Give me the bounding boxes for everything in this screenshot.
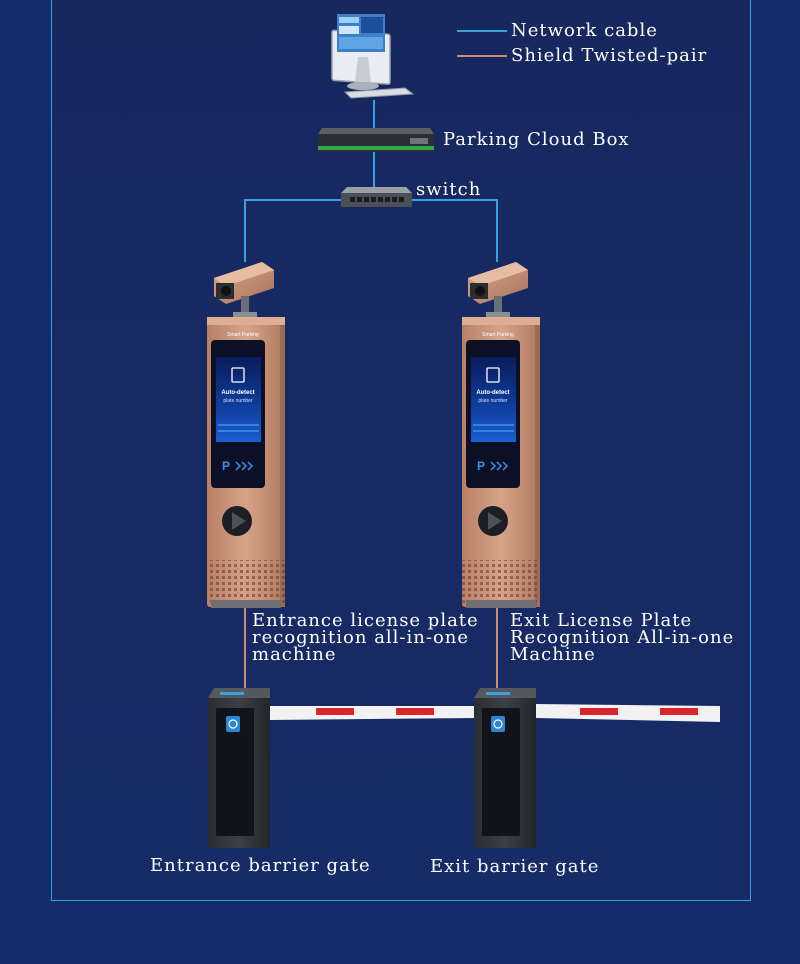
entrance-machine-label-line2: recognition all-in-one <box>252 627 470 648</box>
switch-device <box>341 187 412 207</box>
exit-gate-label: Exit barrier gate <box>430 856 600 877</box>
link-switch-exit <box>404 199 498 262</box>
computer-icon <box>331 14 415 99</box>
cloud-box-device <box>318 128 434 152</box>
entrance-lpr-machine <box>207 262 285 608</box>
entrance-machine-label-line1: Entrance license plate <box>252 610 479 631</box>
exit-screen-title: Auto-detect <box>476 390 509 396</box>
entrance-p-symbol: P <box>222 459 230 473</box>
exit-screen-header: Smart Parking <box>482 332 514 338</box>
entrance-machine-label: Entrance license plate recognition all-i… <box>252 610 479 665</box>
entrance-gate-label: Entrance barrier gate <box>150 855 371 876</box>
legend-network-cable-label: Network cable <box>511 20 658 41</box>
entrance-screen-subtitle: plate number <box>223 398 253 404</box>
exit-camera-icon <box>468 262 528 318</box>
entrance-machine-label-line3: machine <box>252 644 337 665</box>
switch-label: switch <box>416 179 482 200</box>
entrance-screen-header: Smart Parking <box>227 332 259 338</box>
legend-shield-twisted-pair-label: Shield Twisted-pair <box>511 45 708 66</box>
exit-barrier-gate <box>474 688 720 848</box>
exit-machine-label-line1: Exit License Plate <box>510 610 693 631</box>
entrance-camera-icon <box>214 262 274 318</box>
entrance-barrier-gate <box>208 688 478 848</box>
exit-screen-subtitle: plate number <box>478 398 508 404</box>
link-switch-entrance <box>244 199 344 262</box>
exit-p-symbol: P <box>477 459 485 473</box>
exit-machine-label-line3: Machine <box>510 644 596 665</box>
entrance-screen-title: Auto-detect <box>221 390 254 396</box>
exit-lpr-machine <box>462 262 540 608</box>
cloud-box-label: Parking Cloud Box <box>443 129 630 150</box>
exit-machine-label: Exit License Plate Recognition All-in-on… <box>510 610 735 665</box>
exit-machine-label-line2: Recognition All-in-one <box>510 627 735 648</box>
